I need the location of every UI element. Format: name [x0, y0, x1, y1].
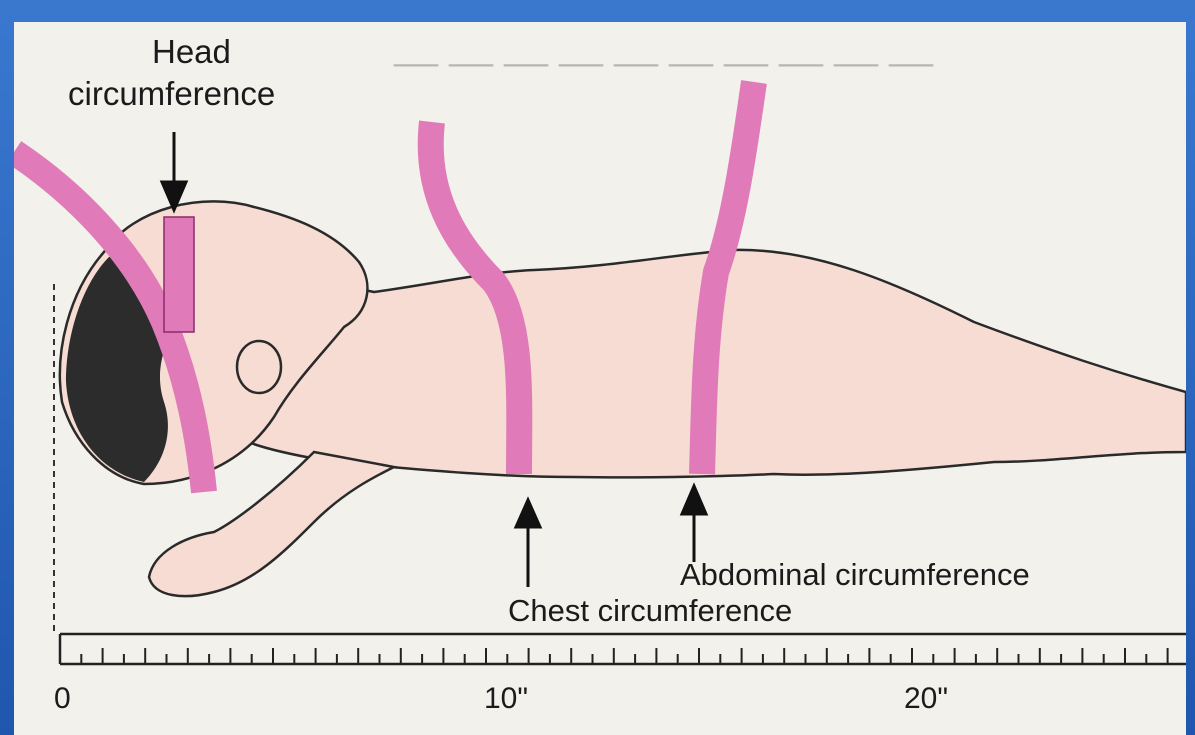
diagram-panel: — — — — — — — — — — — [14, 22, 1186, 735]
abdominal-label: Abdominal circumference — [680, 558, 1030, 592]
head-label-line2: circumference — [68, 76, 275, 112]
chest-arrow — [516, 500, 540, 587]
head-arrow — [162, 132, 186, 210]
chest-label: Chest circumference — [508, 594, 792, 628]
head-label-line1: Head — [152, 34, 231, 70]
ruler-label-20: 20" — [904, 682, 948, 715]
ruler — [60, 634, 1186, 664]
abdominal-arrow — [682, 486, 706, 562]
head-tape-band — [164, 217, 194, 332]
ruler-ticks — [60, 648, 1168, 664]
infant-ear — [237, 341, 281, 393]
ruler-label-0: 0 — [54, 682, 71, 715]
ruler-label-10: 10" — [484, 682, 528, 715]
